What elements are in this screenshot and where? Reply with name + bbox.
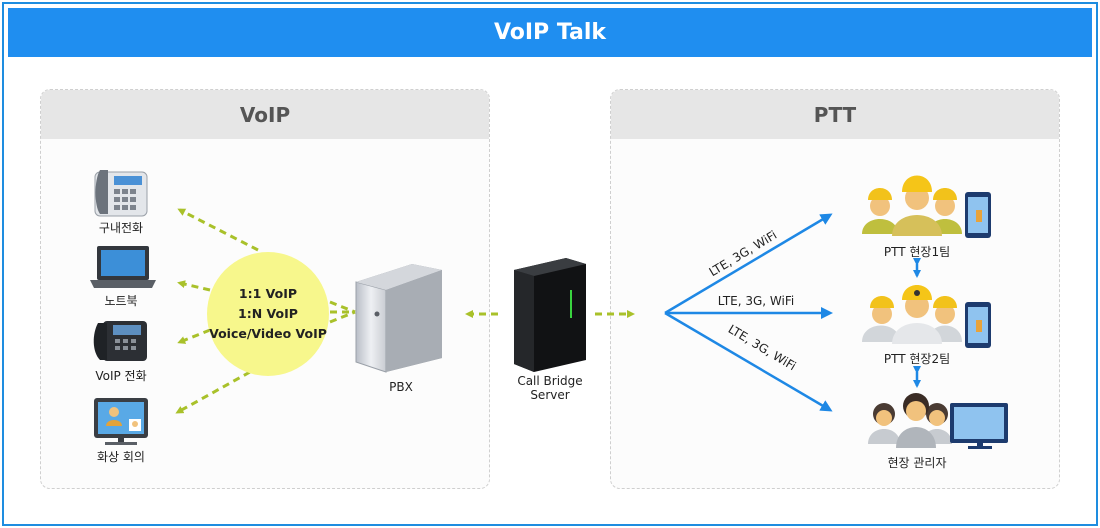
link-pbx-a <box>329 300 356 314</box>
pbx-server-icon <box>355 264 442 373</box>
link-pbx-c <box>329 310 356 324</box>
bridge-label-line1: Call Bridge <box>517 374 583 388</box>
laptop-icon <box>90 246 156 288</box>
arrow-to-video-conf <box>175 370 251 414</box>
team2-label: PTT 현장2팀 <box>883 352 951 366</box>
laptop-label: 노트북 <box>104 294 138 308</box>
voip-phone-label: VoIP 전화 <box>95 369 147 383</box>
voip-phone-icon <box>93 321 147 361</box>
mobile-phone-icon <box>965 192 991 238</box>
desk-phone-label: 구내전화 <box>98 221 144 235</box>
manager-label: 현장 관리자 <box>887 456 947 470</box>
arrow-to-laptop <box>177 280 211 292</box>
manager-group-icon <box>868 393 952 448</box>
link-label-lower: LTE, 3G, WiFi <box>726 322 799 373</box>
link-label-middle: LTE, 3G, WiFi <box>718 294 794 308</box>
arrow-to-desk-phone <box>177 208 259 252</box>
video-conf-label: 화상 회의 <box>97 450 145 464</box>
video-conference-icon <box>94 398 148 445</box>
team1-label: PTT 현장1팀 <box>883 245 951 259</box>
monitor-icon <box>950 403 1008 449</box>
worker-group-icon <box>862 175 962 236</box>
arrow-to-team1 <box>664 213 833 315</box>
mobile-phone-icon <box>965 302 991 348</box>
voip-modes-bubble: 1:1 VoIP 1:N VoIP Voice/Video VoIP <box>207 252 329 376</box>
desk-phone-icon <box>94 170 148 217</box>
link-label-upper: LTE, 3G, WiFi <box>707 228 780 279</box>
bridge-server-icon <box>514 258 586 372</box>
bubble-line-1: 1:1 VoIP <box>238 286 298 301</box>
bridge-label: Call Bridge Server <box>500 374 600 402</box>
ptt-panel-header: PTT <box>611 90 1059 139</box>
voip-panel-header: VoIP <box>41 90 489 139</box>
bubble-line-2: 1:N VoIP <box>238 306 298 321</box>
arrow-to-voip-phone <box>177 328 211 344</box>
page-title: VoIP Talk <box>8 8 1092 57</box>
bridge-label-line2: Server <box>530 388 570 402</box>
bubble-line-3: Voice/Video VoIP <box>209 326 327 341</box>
pbx-label: PBX <box>389 380 413 394</box>
arrow-to-manager <box>664 311 833 412</box>
worker-group-icon <box>862 285 962 344</box>
